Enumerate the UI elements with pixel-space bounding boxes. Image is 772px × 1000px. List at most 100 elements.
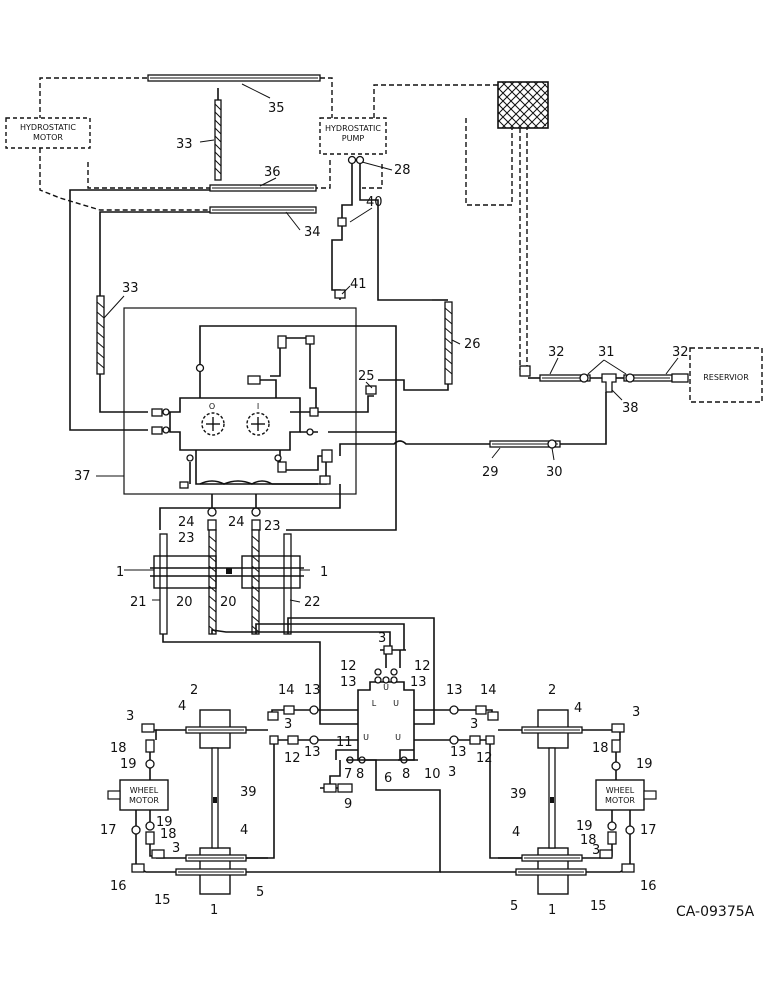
callout-33: 33 <box>176 137 193 152</box>
hose-35 <box>147 74 321 82</box>
mid-to-lower-lines <box>162 617 435 708</box>
callout-13d: 13 <box>446 683 463 698</box>
hydrostatic-motor-label: HYDROSTATIC <box>20 123 76 132</box>
left-wheel-assembly <box>131 709 268 895</box>
callout-4a: 4 <box>178 699 186 714</box>
callout-38: 38 <box>622 401 639 416</box>
enclosure-internal-lines <box>179 325 397 489</box>
callout-34: 34 <box>304 225 321 240</box>
svg-text:U: U <box>363 733 369 742</box>
hose-34 <box>209 206 317 214</box>
callout-12d: 12 <box>476 751 493 766</box>
svg-text:MOTOR: MOTOR <box>33 133 63 142</box>
svg-text:L: L <box>372 699 377 708</box>
svg-text:MOTOR: MOTOR <box>129 796 159 805</box>
hydrostatic-motor: HYDROSTATIC MOTOR <box>5 117 91 149</box>
callout-20a: 20 <box>176 595 193 610</box>
callout-13c: 13 <box>304 683 321 698</box>
center-block-6: L U U U U <box>357 645 415 761</box>
callout-1b: 1 <box>320 565 328 580</box>
callout-30: 30 <box>546 465 563 480</box>
reservoir-label: RESERVIOR <box>703 373 749 382</box>
hydrostatic-pump: HYDROSTATIC PUMP <box>319 117 387 155</box>
callout-7: 7 <box>344 767 352 782</box>
callout-5b: 5 <box>510 899 518 914</box>
hose-33-upper <box>214 88 222 181</box>
callout-32a: 32 <box>548 345 565 360</box>
callout-19b: 19 <box>636 757 653 772</box>
callout-3d: 3 <box>470 717 478 732</box>
control-valve: O I <box>151 397 301 451</box>
reservoir-piping <box>519 365 689 393</box>
callout-19d: 19 <box>576 819 593 834</box>
callout-3g: 3 <box>172 841 180 856</box>
callout-35: 35 <box>268 101 285 116</box>
valve-port-i: I <box>257 402 259 411</box>
enclosure-37 <box>123 307 357 495</box>
callout-23a: 23 <box>178 531 195 546</box>
callout-24a: 24 <box>178 515 195 530</box>
callout-15a: 15 <box>154 893 171 908</box>
callout-16a: 16 <box>110 879 127 894</box>
callout-3h: 3 <box>592 843 600 858</box>
callout-17a: 17 <box>100 823 117 838</box>
callout-14a: 14 <box>278 683 295 698</box>
callout-31: 31 <box>598 345 615 360</box>
callout-labels: 35 33 36 28 40 34 41 33 26 25 37 32 31 3… <box>74 101 689 918</box>
callout-12c: 12 <box>284 751 301 766</box>
callout-8b: 8 <box>402 767 410 782</box>
left-wheel-motor-label: WHEEL <box>130 786 159 795</box>
svg-text:U: U <box>395 733 401 742</box>
callout-12b: 12 <box>414 659 431 674</box>
callout-22: 22 <box>304 595 321 610</box>
hose-36 <box>209 184 317 192</box>
svg-text:U: U <box>383 683 389 692</box>
return-line-29-30 <box>339 392 607 456</box>
callout-13e: 13 <box>304 745 321 760</box>
callout-11: 11 <box>336 735 353 750</box>
right-wheel-motor-label: WHEEL <box>606 786 635 795</box>
callout-5a: 5 <box>256 885 264 900</box>
callout-37: 37 <box>74 469 91 484</box>
callout-13f: 13 <box>450 745 467 760</box>
top-dashed-lines <box>39 77 528 370</box>
callout-8a: 8 <box>356 767 364 782</box>
left-wheel-circuit <box>234 705 441 873</box>
callout-9: 9 <box>344 797 352 812</box>
callout-36: 36 <box>264 165 281 180</box>
callout-23b: 23 <box>264 519 281 534</box>
callout-3c: 3 <box>378 631 386 646</box>
hydrostatic-pump-label: HYDROSTATIC <box>325 124 381 133</box>
callout-18c: 18 <box>160 827 177 842</box>
callout-4c: 4 <box>240 823 248 838</box>
callout-32b: 32 <box>672 345 689 360</box>
callout-17b: 17 <box>640 823 657 838</box>
callout-3a: 3 <box>126 709 134 724</box>
callout-19c: 19 <box>156 815 173 830</box>
svg-text:U: U <box>393 699 399 708</box>
callout-13a: 13 <box>340 675 357 690</box>
right-wheel-circuit <box>319 705 530 859</box>
callout-26: 26 <box>464 337 481 352</box>
callout-16b: 16 <box>640 879 657 894</box>
callout-1d: 1 <box>548 903 556 918</box>
right-wheel-assembly <box>440 709 635 895</box>
callout-21: 21 <box>130 595 147 610</box>
svg-text:PUMP: PUMP <box>342 134 365 143</box>
callout-2a: 2 <box>190 683 198 698</box>
callout-18b: 18 <box>592 741 609 756</box>
middle-hoses <box>159 432 397 635</box>
callout-39b: 39 <box>510 787 527 802</box>
pump-outputs <box>331 155 432 301</box>
hose-26 <box>378 299 453 391</box>
drawing-code: CA-09375A <box>676 904 755 920</box>
callout-33b: 33 <box>122 281 139 296</box>
callout-14b: 14 <box>480 683 497 698</box>
left-wheel-motor: WHEEL MOTOR <box>107 779 169 811</box>
callout-2b: 2 <box>548 683 556 698</box>
filter-screen <box>497 81 549 129</box>
callout-24b: 24 <box>228 515 245 530</box>
callout-15b: 15 <box>590 899 607 914</box>
bulkhead-1-upper <box>150 555 304 589</box>
